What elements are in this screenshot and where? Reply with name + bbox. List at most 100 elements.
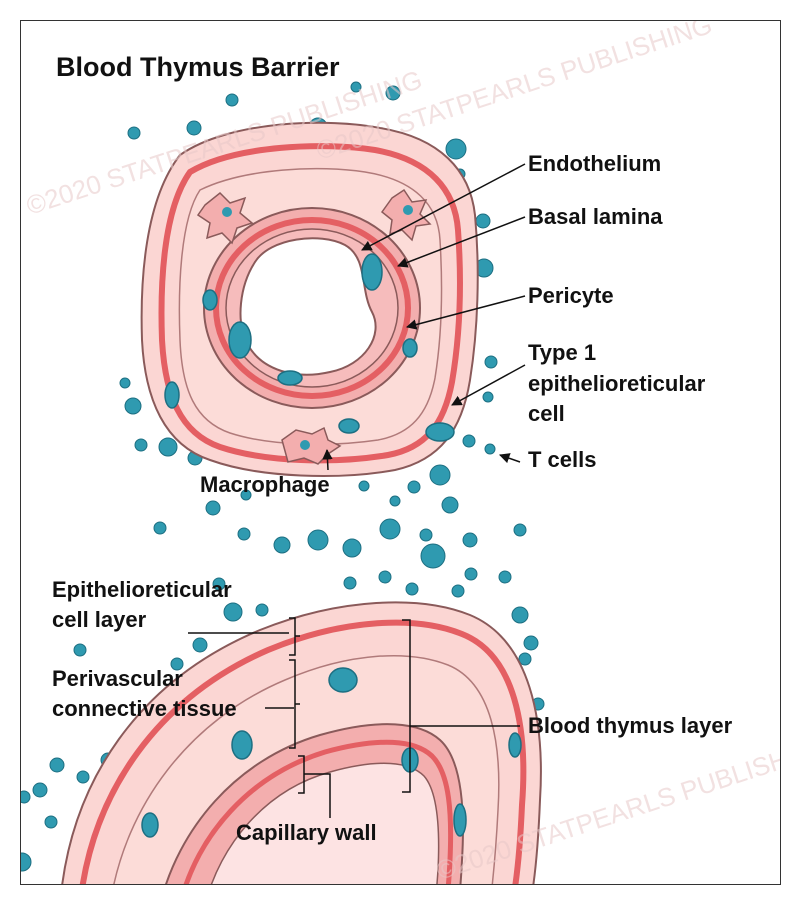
bracket-blood-thymus — [402, 619, 520, 793]
t-cell — [21, 852, 32, 872]
t-cell — [223, 602, 243, 622]
t-cell — [484, 355, 498, 369]
t-cell — [350, 81, 362, 93]
t-cell — [307, 529, 329, 551]
t-cell — [255, 603, 269, 617]
leader-endothelium — [361, 163, 526, 251]
t-cell — [511, 606, 529, 624]
epithelial-nucleus — [425, 422, 455, 442]
t-cell — [441, 496, 459, 514]
t-cell — [429, 464, 451, 486]
basal-lamina-ring — [213, 217, 411, 399]
leader-basal-lamina — [397, 216, 526, 268]
lower-capillary-section — [61, 601, 542, 884]
label-blood-thymus-layer: Blood thymus layer — [528, 713, 733, 738]
t-cell — [389, 495, 401, 507]
t-cell — [498, 570, 512, 584]
macrophage-cell — [196, 191, 254, 245]
label-endothelium: Endothelium — [528, 151, 661, 176]
t-cell — [462, 434, 476, 448]
endothelial-nucleus — [361, 253, 383, 291]
t-cell — [124, 397, 142, 415]
label-basal-lamina: Basal lamina — [528, 204, 663, 229]
label-type1-line1: Type 1 — [528, 340, 596, 365]
t-cell — [212, 577, 226, 591]
bracket-epi-layer — [289, 617, 300, 656]
t-cell — [378, 570, 392, 584]
t-cell — [186, 120, 202, 136]
upper-capillary-cross-section — [140, 121, 479, 477]
t-cell — [73, 643, 87, 657]
t-cell — [513, 523, 527, 537]
lower-nucleus — [328, 667, 358, 693]
diagram-title: Blood Thymus Barrier — [56, 52, 340, 82]
t-cell — [44, 815, 58, 829]
label-epi-layer-line1: Epithelioreticular — [52, 577, 232, 602]
t-cell — [420, 543, 446, 569]
t-cell — [451, 584, 465, 598]
t-cell — [119, 377, 131, 389]
t-cell — [205, 500, 221, 516]
t-cell — [379, 518, 401, 540]
label-t-cells: T cells — [528, 447, 596, 472]
lower-nucleus — [508, 732, 522, 758]
lower-red-band — [79, 619, 527, 884]
leader-pericyte — [405, 295, 526, 330]
label-epi-layer-line2: cell layer — [52, 607, 147, 632]
t-cell — [475, 213, 491, 229]
t-cell — [237, 527, 251, 541]
bracket-perivascular — [289, 659, 300, 749]
t-cell — [385, 85, 401, 101]
t-cell — [342, 538, 362, 558]
t-cell — [445, 138, 467, 160]
t-cell — [518, 652, 532, 666]
t-cell — [76, 770, 90, 784]
t-cell — [32, 782, 48, 798]
t-cell — [273, 536, 291, 554]
t-cell — [192, 637, 208, 653]
t-cell — [170, 657, 184, 671]
capillary-lumen — [239, 237, 377, 376]
t-cell — [523, 635, 539, 651]
pericyte-nucleus — [402, 338, 418, 358]
label-capillary-wall: Capillary wall — [236, 820, 377, 845]
t-cell — [482, 391, 494, 403]
endothelial-nucleus — [277, 370, 303, 386]
macrophage-cell — [380, 188, 432, 242]
label-macrophage: Macrophage — [200, 472, 330, 497]
label-type1-line3: cell — [528, 401, 565, 426]
lower-nucleus — [141, 812, 159, 838]
label-type1-line2: epithelioreticular — [528, 371, 706, 396]
t-cell — [462, 532, 478, 548]
t-cell — [153, 521, 167, 535]
t-cell — [240, 489, 252, 501]
pericyte-nucleus — [202, 289, 218, 311]
t-cell — [127, 126, 141, 140]
t-cell — [21, 790, 31, 804]
leader-type1 — [451, 364, 526, 406]
lower-nucleus — [453, 803, 467, 837]
macrophage-nucleus — [300, 440, 310, 450]
label-perivascular-line1: Perivascular — [52, 666, 183, 691]
label-perivascular-line2: connective tissue — [52, 696, 237, 721]
t-cell — [407, 480, 421, 494]
lower-labels: Epithelioreticular cell layer Perivascul… — [52, 577, 733, 845]
label-pericyte: Pericyte — [528, 283, 614, 308]
epithelial-nucleus — [338, 418, 360, 434]
t-cell — [405, 582, 419, 596]
t-cell — [225, 93, 239, 107]
leader-t-cells — [499, 453, 521, 464]
t-cell — [419, 528, 433, 542]
t-cell — [49, 757, 65, 773]
macrophage-nucleus — [403, 205, 413, 215]
figure-border — [20, 20, 781, 885]
endothelial-nucleus — [228, 321, 252, 359]
t-cell — [484, 443, 496, 455]
epithelial-nucleus — [164, 381, 180, 409]
bracket-capillary-wall — [298, 755, 331, 818]
lower-basal-lamina — [183, 739, 454, 884]
t-cell — [134, 438, 148, 452]
upper-labels: Endothelium Basal lamina Pericyte Type 1… — [200, 151, 706, 497]
